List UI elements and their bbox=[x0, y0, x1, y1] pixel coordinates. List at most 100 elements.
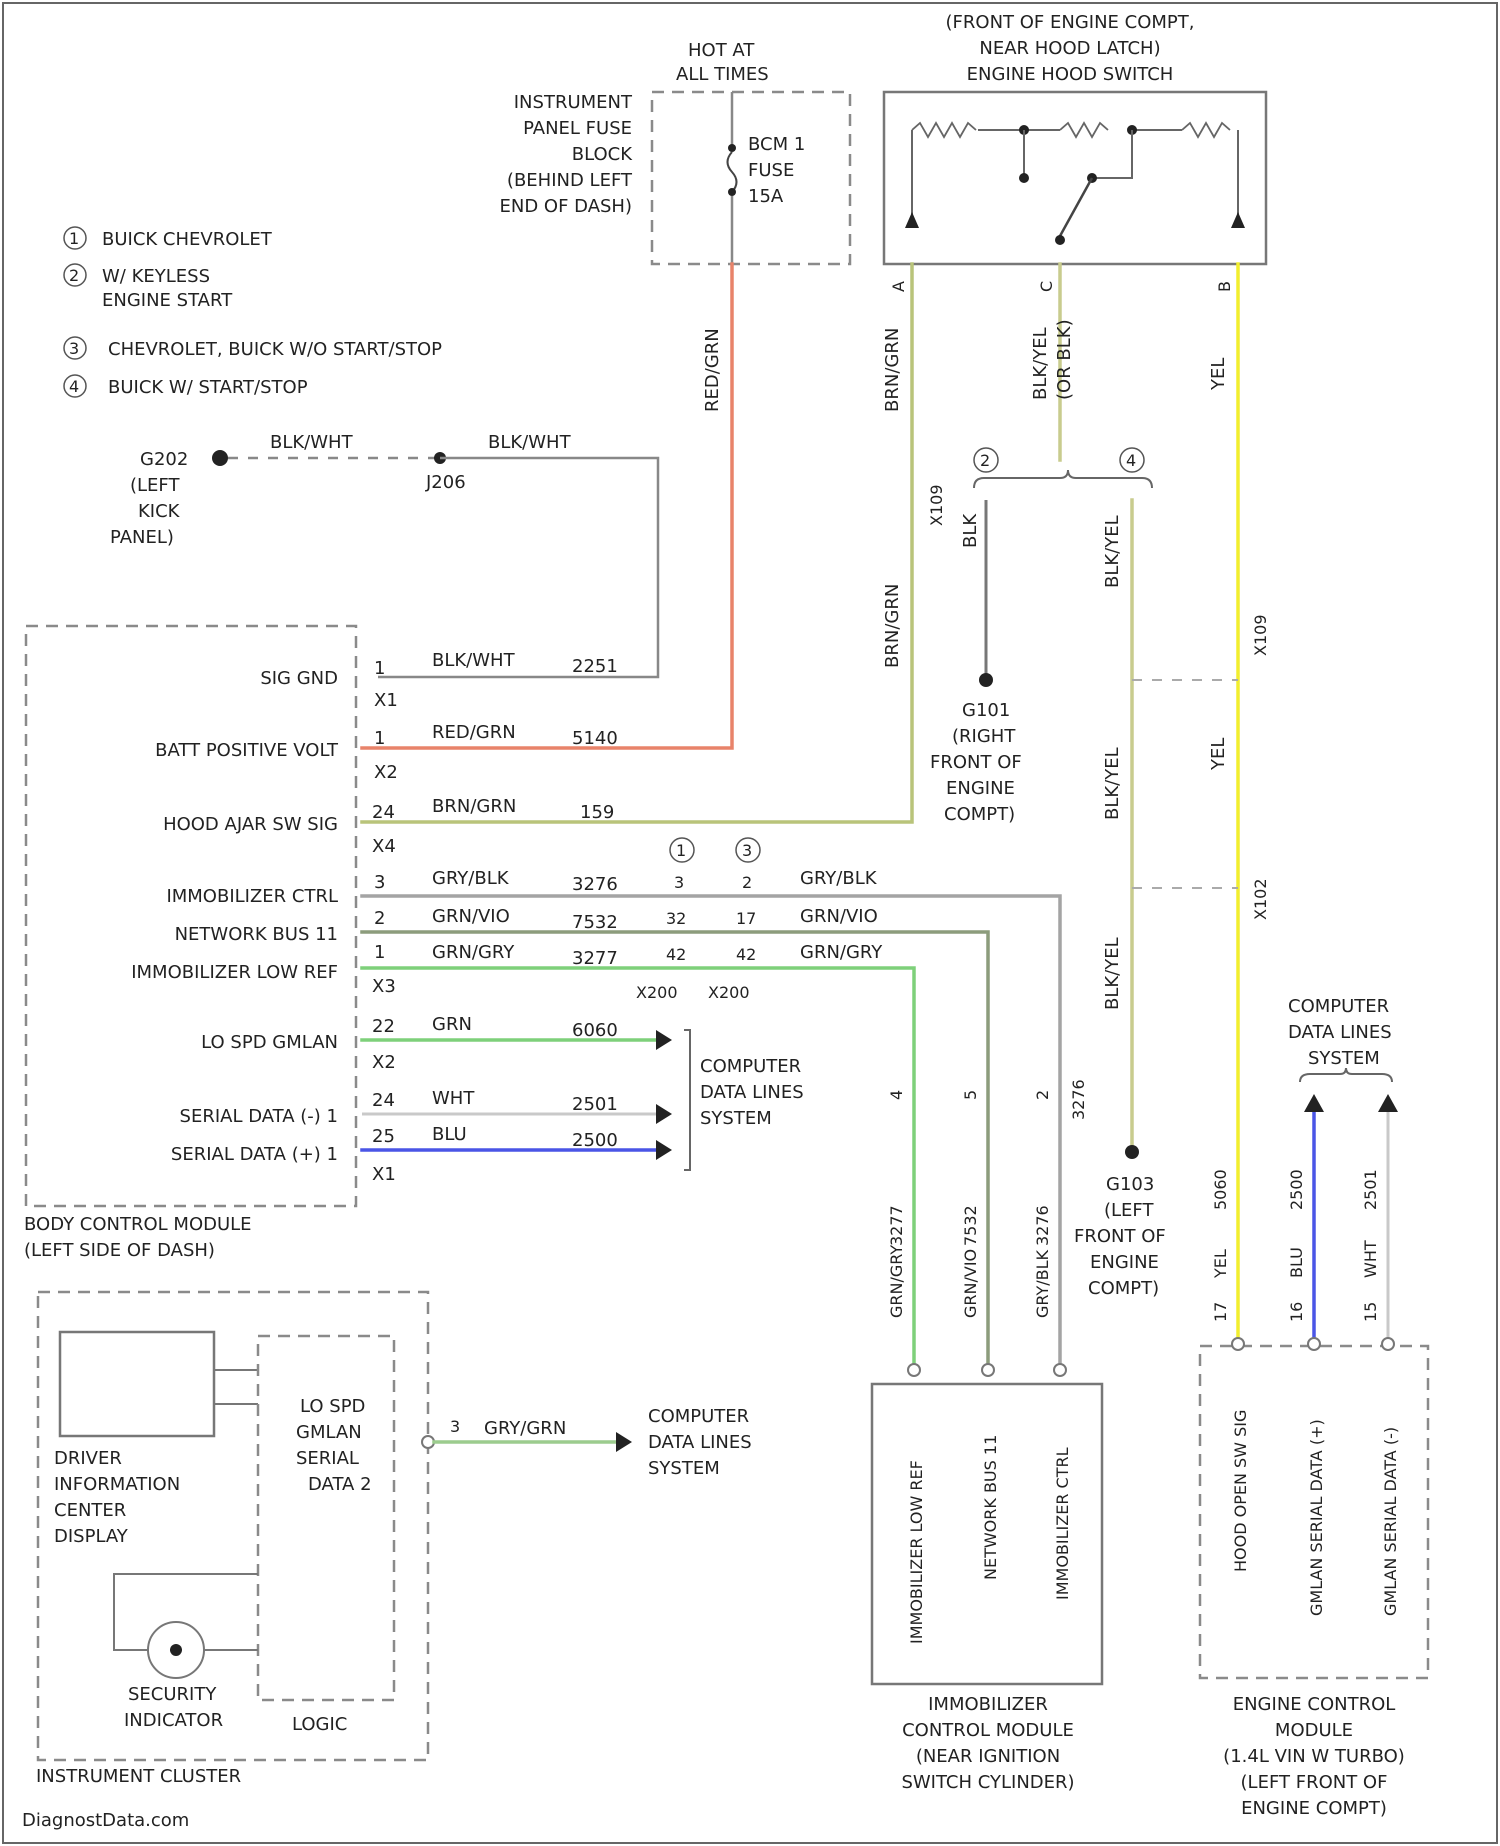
svg-text:GRN: GRN bbox=[432, 1014, 472, 1035]
svg-text:NETWORK BUS 11: NETWORK BUS 11 bbox=[175, 924, 338, 945]
svg-text:SERIAL DATA (+) 1: SERIAL DATA (+) 1 bbox=[171, 1144, 338, 1165]
svg-text:BLK/WHT: BLK/WHT bbox=[270, 432, 354, 453]
svg-text:2501: 2501 bbox=[572, 1094, 618, 1115]
svg-text:HOOD OPEN SW SIG: HOOD OPEN SW SIG bbox=[1231, 1410, 1250, 1572]
svg-text:BLOCK: BLOCK bbox=[572, 144, 633, 165]
svg-text:24: 24 bbox=[372, 1090, 395, 1111]
svg-text:X2: X2 bbox=[374, 762, 398, 783]
svg-text:(OR BLK): (OR BLK) bbox=[1054, 319, 1075, 400]
svg-text:GRN/GRY: GRN/GRY bbox=[887, 1245, 906, 1318]
engine-control-module: HOOD OPEN SW SIG GMLAN SERIAL DATA (+) G… bbox=[1200, 1338, 1428, 1819]
svg-text:SERIAL DATA (-) 1: SERIAL DATA (-) 1 bbox=[180, 1106, 338, 1127]
svg-text:DATA LINES: DATA LINES bbox=[1288, 1022, 1392, 1043]
svg-text:(LEFT FRONT OF: (LEFT FRONT OF bbox=[1241, 1772, 1388, 1793]
svg-text:COMPUTER: COMPUTER bbox=[1288, 996, 1389, 1017]
svg-text:GMLAN: GMLAN bbox=[296, 1422, 362, 1443]
svg-text:7532: 7532 bbox=[572, 912, 618, 933]
svg-text:ENGINE: ENGINE bbox=[946, 778, 1015, 799]
svg-text:HOT AT: HOT AT bbox=[688, 40, 755, 61]
svg-text:GRY/BLK: GRY/BLK bbox=[432, 868, 510, 889]
svg-text:5140: 5140 bbox=[572, 728, 618, 749]
svg-text:LO SPD: LO SPD bbox=[300, 1396, 365, 1417]
svg-text:INFORMATION: INFORMATION bbox=[54, 1474, 180, 1495]
svg-text:ENGINE HOOD SWITCH: ENGINE HOOD SWITCH bbox=[967, 64, 1174, 85]
svg-text:HOOD AJAR SW SIG: HOOD AJAR SW SIG bbox=[163, 814, 338, 835]
svg-text:CENTER: CENTER bbox=[54, 1500, 126, 1521]
svg-text:IMMOBILIZER LOW REF: IMMOBILIZER LOW REF bbox=[907, 1460, 926, 1644]
svg-text:COMPT): COMPT) bbox=[1088, 1278, 1159, 1299]
svg-text:1: 1 bbox=[69, 229, 79, 248]
fuse-block: HOT AT ALL TIMES INSTRUMENT PANEL FUSE B… bbox=[499, 40, 850, 264]
svg-text:BLK/YEL: BLK/YEL bbox=[1030, 327, 1051, 400]
svg-text:RED/GRN: RED/GRN bbox=[702, 328, 723, 412]
svg-text:GMLAN SERIAL DATA (+): GMLAN SERIAL DATA (+) bbox=[1307, 1419, 1326, 1616]
svg-text:G101: G101 bbox=[962, 700, 1010, 721]
svg-text:END OF DASH): END OF DASH) bbox=[499, 196, 632, 217]
svg-text:GRN/VIO: GRN/VIO bbox=[432, 906, 510, 927]
svg-text:1: 1 bbox=[374, 728, 385, 749]
svg-text:BRN/GRN: BRN/GRN bbox=[432, 796, 516, 817]
svg-text:SYSTEM: SYSTEM bbox=[1308, 1048, 1380, 1069]
svg-text:X109: X109 bbox=[927, 485, 946, 527]
svg-text:PANEL): PANEL) bbox=[110, 527, 174, 548]
svg-text:IMMOBILIZER: IMMOBILIZER bbox=[928, 1694, 1048, 1715]
svg-text:X102: X102 bbox=[1251, 879, 1270, 921]
svg-text:GRY/GRN: GRY/GRN bbox=[484, 1418, 566, 1439]
switch-contact-icon bbox=[1060, 178, 1092, 236]
svg-text:LO SPD GMLAN: LO SPD GMLAN bbox=[201, 1032, 338, 1053]
svg-text:DRIVER: DRIVER bbox=[54, 1448, 122, 1469]
svg-text:15: 15 bbox=[1361, 1302, 1380, 1322]
svg-text:IMMOBILIZER CTRL: IMMOBILIZER CTRL bbox=[1053, 1447, 1072, 1600]
note-4: BUICK W/ START/STOP bbox=[108, 377, 308, 398]
immobilizer-control-module: IMMOBILIZER LOW REF NETWORK BUS 11 IMMOB… bbox=[872, 1364, 1102, 1793]
svg-text:3: 3 bbox=[374, 872, 385, 893]
svg-text:15A: 15A bbox=[748, 186, 784, 207]
svg-text:SECURITY: SECURITY bbox=[128, 1684, 217, 1705]
ground-g103-icon bbox=[1125, 1145, 1139, 1159]
svg-text:BATT POSITIVE VOLT: BATT POSITIVE VOLT bbox=[155, 740, 339, 761]
svg-text:2: 2 bbox=[980, 451, 990, 470]
svg-text:ALL TIMES: ALL TIMES bbox=[676, 64, 769, 85]
svg-text:DATA 2: DATA 2 bbox=[308, 1474, 372, 1495]
svg-text:GRN/GRY: GRN/GRY bbox=[432, 942, 515, 963]
svg-text:3276: 3276 bbox=[1069, 1079, 1088, 1120]
svg-text:NETWORK BUS 11: NETWORK BUS 11 bbox=[981, 1435, 1000, 1580]
svg-text:ENGINE CONTROL: ENGINE CONTROL bbox=[1233, 1694, 1396, 1715]
svg-text:ENGINE: ENGINE bbox=[1090, 1252, 1159, 1273]
svg-text:(RIGHT: (RIGHT bbox=[952, 726, 1016, 747]
svg-text:2: 2 bbox=[374, 908, 385, 929]
svg-text:GRN/VIO: GRN/VIO bbox=[961, 1249, 980, 1318]
svg-text:BRN/GRN: BRN/GRN bbox=[882, 328, 903, 412]
svg-text:25: 25 bbox=[372, 1126, 395, 1147]
svg-text:INSTRUMENT CLUSTER: INSTRUMENT CLUSTER bbox=[36, 1766, 241, 1787]
svg-text:2: 2 bbox=[69, 266, 79, 285]
svg-text:G202: G202 bbox=[140, 449, 188, 470]
svg-text:J206: J206 bbox=[425, 472, 466, 493]
svg-text:4: 4 bbox=[1126, 451, 1136, 470]
svg-text:5060: 5060 bbox=[1211, 1169, 1230, 1210]
svg-text:BLK: BLK bbox=[960, 513, 981, 548]
hood-switch: (FRONT OF ENGINE COMPT, NEAR HOOD LATCH)… bbox=[884, 12, 1266, 264]
svg-text:DATA LINES: DATA LINES bbox=[700, 1082, 804, 1103]
svg-text:17: 17 bbox=[736, 909, 756, 928]
svg-text:GRN/GRY: GRN/GRY bbox=[800, 942, 883, 963]
svg-text:X1: X1 bbox=[374, 690, 398, 711]
svg-text:GRY/BLK: GRY/BLK bbox=[1033, 1249, 1052, 1318]
resistor-icon-3 bbox=[1182, 123, 1230, 137]
svg-text:4: 4 bbox=[69, 377, 79, 396]
svg-text:DISPLAY: DISPLAY bbox=[54, 1526, 129, 1547]
svg-text:SYSTEM: SYSTEM bbox=[648, 1458, 720, 1479]
bcm-wire-labels: BLK/WHT 2251 RED/GRN 5140 BRN/GRN 159 GR… bbox=[432, 650, 618, 1151]
svg-text:SIG GND: SIG GND bbox=[260, 668, 338, 689]
svg-text:2: 2 bbox=[1033, 1090, 1052, 1100]
note-2b: ENGINE START bbox=[102, 290, 233, 311]
svg-text:3276: 3276 bbox=[1033, 1205, 1052, 1246]
svg-text:5: 5 bbox=[961, 1090, 980, 1100]
svg-text:2500: 2500 bbox=[1287, 1169, 1306, 1210]
svg-text:ENGINE COMPT): ENGINE COMPT) bbox=[1241, 1798, 1387, 1819]
ground-icon bbox=[212, 450, 228, 466]
svg-text:RED/GRN: RED/GRN bbox=[432, 722, 516, 743]
svg-text:YEL: YEL bbox=[1208, 358, 1229, 391]
svg-text:2: 2 bbox=[742, 873, 752, 892]
ic-logic-box bbox=[258, 1336, 394, 1700]
